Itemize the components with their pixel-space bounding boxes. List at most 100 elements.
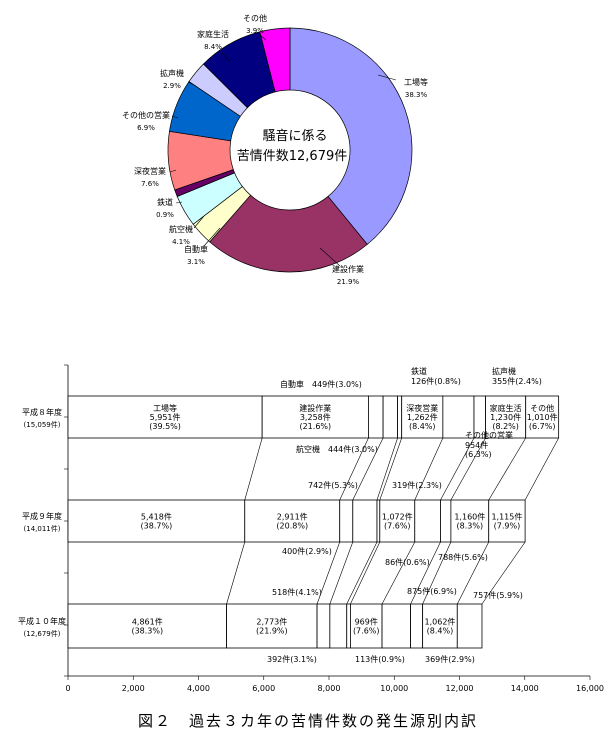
bar-segment-construction [261, 395, 369, 439]
category-label-year: 平成８年度 [22, 407, 62, 417]
donut-slice-factory [289, 27, 413, 245]
bar-segment-loudspeaker [410, 603, 424, 649]
series-connector [379, 437, 402, 501]
donut-labels: 工場等38.3%建設作業21.9%自動車3.1%航空機4.1%鉄道0.9%深夜営… [122, 13, 428, 286]
donut-label-construction: 建設作業 [332, 264, 364, 274]
donut-label-aircraft: 航空機 [169, 224, 193, 234]
category-label-total: (14,011件) [24, 524, 61, 533]
bar-callout-loudspeaker: 355件(2.4%) [492, 376, 542, 386]
bar-value-latenight: 1,072件(7.6%) [382, 512, 413, 531]
bar-segment-other [525, 395, 560, 439]
series-connector [346, 541, 378, 605]
category-label-year: 平成９年度 [22, 511, 62, 521]
bar-callout-automobile: 自動車 449件(3.0%) [280, 379, 362, 389]
x-tick-label: 6,000 [252, 684, 275, 693]
donut-label-household: 家庭生活 [197, 29, 229, 39]
donut-center-line-1: 騒音に係る [262, 128, 327, 144]
series-connector [244, 437, 263, 501]
series-connector [524, 437, 559, 501]
donut-leader-other [259, 34, 267, 41]
donut-leader-household [221, 52, 231, 63]
series-connector [316, 541, 341, 605]
donut-pct-household: 8.4% [204, 43, 222, 51]
bar-segment-automobile [368, 395, 384, 439]
bar-value-other: 1,115件(7.9%) [491, 512, 522, 531]
donut-pct-loudspeaker: 2.9% [163, 82, 181, 90]
bar-callout-otherbiz: 788件(5.6%) [438, 552, 488, 562]
donut-leader-factory [377, 74, 397, 81]
series-connector [450, 437, 486, 501]
bar-value-latenight: 969件(7.6%) [353, 617, 380, 636]
series-connector [350, 541, 381, 605]
x-tick-label: 2,000 [122, 684, 145, 693]
donut-label-loudspeaker: 拡声機 [160, 68, 184, 78]
x-tick-label: 4,000 [187, 684, 210, 693]
bar-value-factory: 4,861件(38.3%) [131, 617, 163, 636]
bar-segment-factory [67, 603, 227, 649]
bar-value-household: 1,062件(8.4%) [425, 617, 456, 636]
series-connector [457, 541, 489, 605]
series-connector [422, 541, 452, 605]
bar-value-construction: 2,911件(20.8%) [276, 512, 308, 531]
bar-callout-automobile: 392件(3.1%) [267, 654, 317, 664]
series-connector [410, 541, 441, 605]
donut-label-factory: 工場等 [404, 77, 428, 87]
donut-pct-railway: 0.9% [156, 211, 174, 219]
bar-segment-otherbiz [381, 603, 411, 649]
bar-segment-household [422, 603, 458, 649]
bar-segment-aircraft [382, 395, 398, 439]
bar-callout-name-railway: 鉄道 [411, 366, 427, 376]
x-tick-label: 10,000 [380, 684, 408, 693]
donut-leader-railway [175, 201, 183, 204]
series-connector [440, 437, 475, 501]
figure-caption: 図２ 過去３カ年の苦情件数の発生源別内訳 [137, 712, 478, 730]
donut-leader-otherbiz [171, 115, 179, 119]
bar-segment-otherbiz [414, 499, 441, 543]
donut-pct-automobile: 3.1% [187, 258, 205, 266]
series-connector [329, 541, 354, 605]
bar-segment-automobile [316, 603, 331, 649]
bar-value-factory: 5,418件(38.7%) [141, 512, 173, 531]
bar-callout-name-loudspeaker: 拡声機 [492, 366, 516, 376]
bar-segment-latenight [401, 395, 444, 439]
donut-pct-aircraft: 4.1% [172, 238, 190, 246]
category-label-total: (15,059件) [24, 420, 61, 429]
bar-callout-railway: 126件(0.8%) [411, 376, 461, 386]
donut-pct-latenight: 7.6% [141, 180, 159, 188]
bar-callout-loudspeaker: 369件(2.9%) [425, 654, 475, 664]
x-tick-label: 14,000 [511, 684, 539, 693]
stacked-bar-chart: 0 2,000 4,000 6,000 8,000 10,000 12,000 14,000 1… [18, 364, 604, 693]
donut-slice-construction [209, 194, 368, 273]
bar-segment-railway [346, 603, 351, 649]
series-connector [488, 437, 526, 501]
bar-callout-railway: 86件(0.6%) [385, 557, 430, 567]
series-connector [381, 541, 416, 605]
category-label-total: (12,679件) [24, 629, 61, 638]
x-tick-label: 8,000 [318, 684, 341, 693]
donut-pct-construction: 21.9% [337, 278, 360, 286]
bar-callout-railway: 113件(0.9%) [355, 654, 405, 664]
series-connector [339, 437, 369, 501]
bar-segment-aircraft [329, 603, 348, 649]
x-tick-label: 12,000 [446, 684, 474, 693]
bar-segment-household [450, 499, 490, 543]
series-connector [226, 541, 246, 605]
x-tick-label: 0 [65, 684, 70, 693]
donut-center-text: 騒音に係る 苦情件数12,679件 [237, 128, 348, 164]
donut-label-latenight: 深夜営業 [134, 166, 166, 176]
donut-leader-aircraft [193, 215, 205, 229]
bar-segment-construction [244, 499, 341, 543]
donut-leader-construction [319, 247, 341, 267]
bar-callout-otherbiz: 875件(6.9%) [407, 586, 457, 596]
bar-segment-railway [376, 499, 381, 543]
bar-segment-otherbiz [442, 395, 475, 439]
bar-segment-other [488, 499, 526, 543]
bar-segment-factory [67, 395, 263, 439]
series-connector [481, 541, 526, 605]
bar-callout-other: 757件(5.9%) [473, 590, 523, 600]
donut-label-automobile: 自動車 [184, 244, 208, 254]
bar-segment-factory [67, 499, 246, 543]
